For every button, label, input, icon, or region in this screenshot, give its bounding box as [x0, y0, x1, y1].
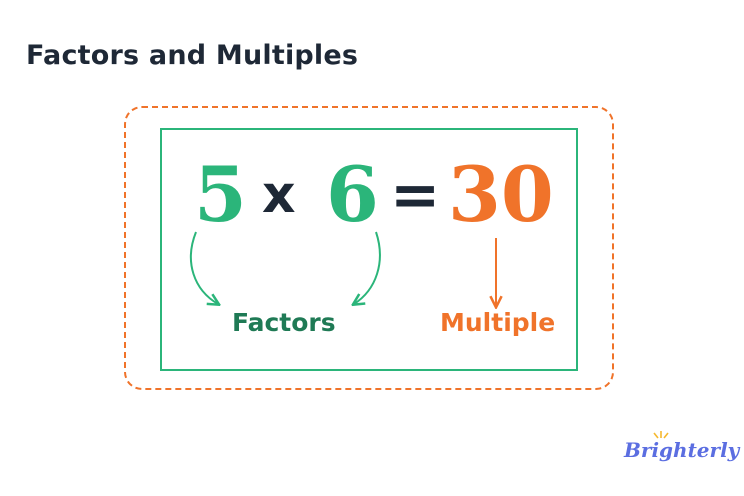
inner-equation-frame — [160, 128, 578, 371]
outer-dashed-frame — [124, 106, 614, 390]
multiple-label: Multiple — [440, 308, 556, 337]
factor-a-arrow — [189, 231, 218, 304]
brand-logo: Brighterly — [620, 430, 739, 474]
sun-rays-icon — [653, 431, 669, 439]
brand-name: Brighterly — [624, 438, 740, 462]
times-sign: x — [262, 165, 296, 225]
equals-sign: = — [390, 160, 441, 230]
factor-6: 6 — [326, 150, 379, 239]
factor-5: 5 — [194, 150, 247, 239]
factor-b-arrow — [354, 231, 381, 304]
page-title: Factors and Multiples — [26, 40, 359, 71]
factors-label: Factors — [232, 308, 336, 337]
product-30: 30 — [448, 150, 554, 239]
